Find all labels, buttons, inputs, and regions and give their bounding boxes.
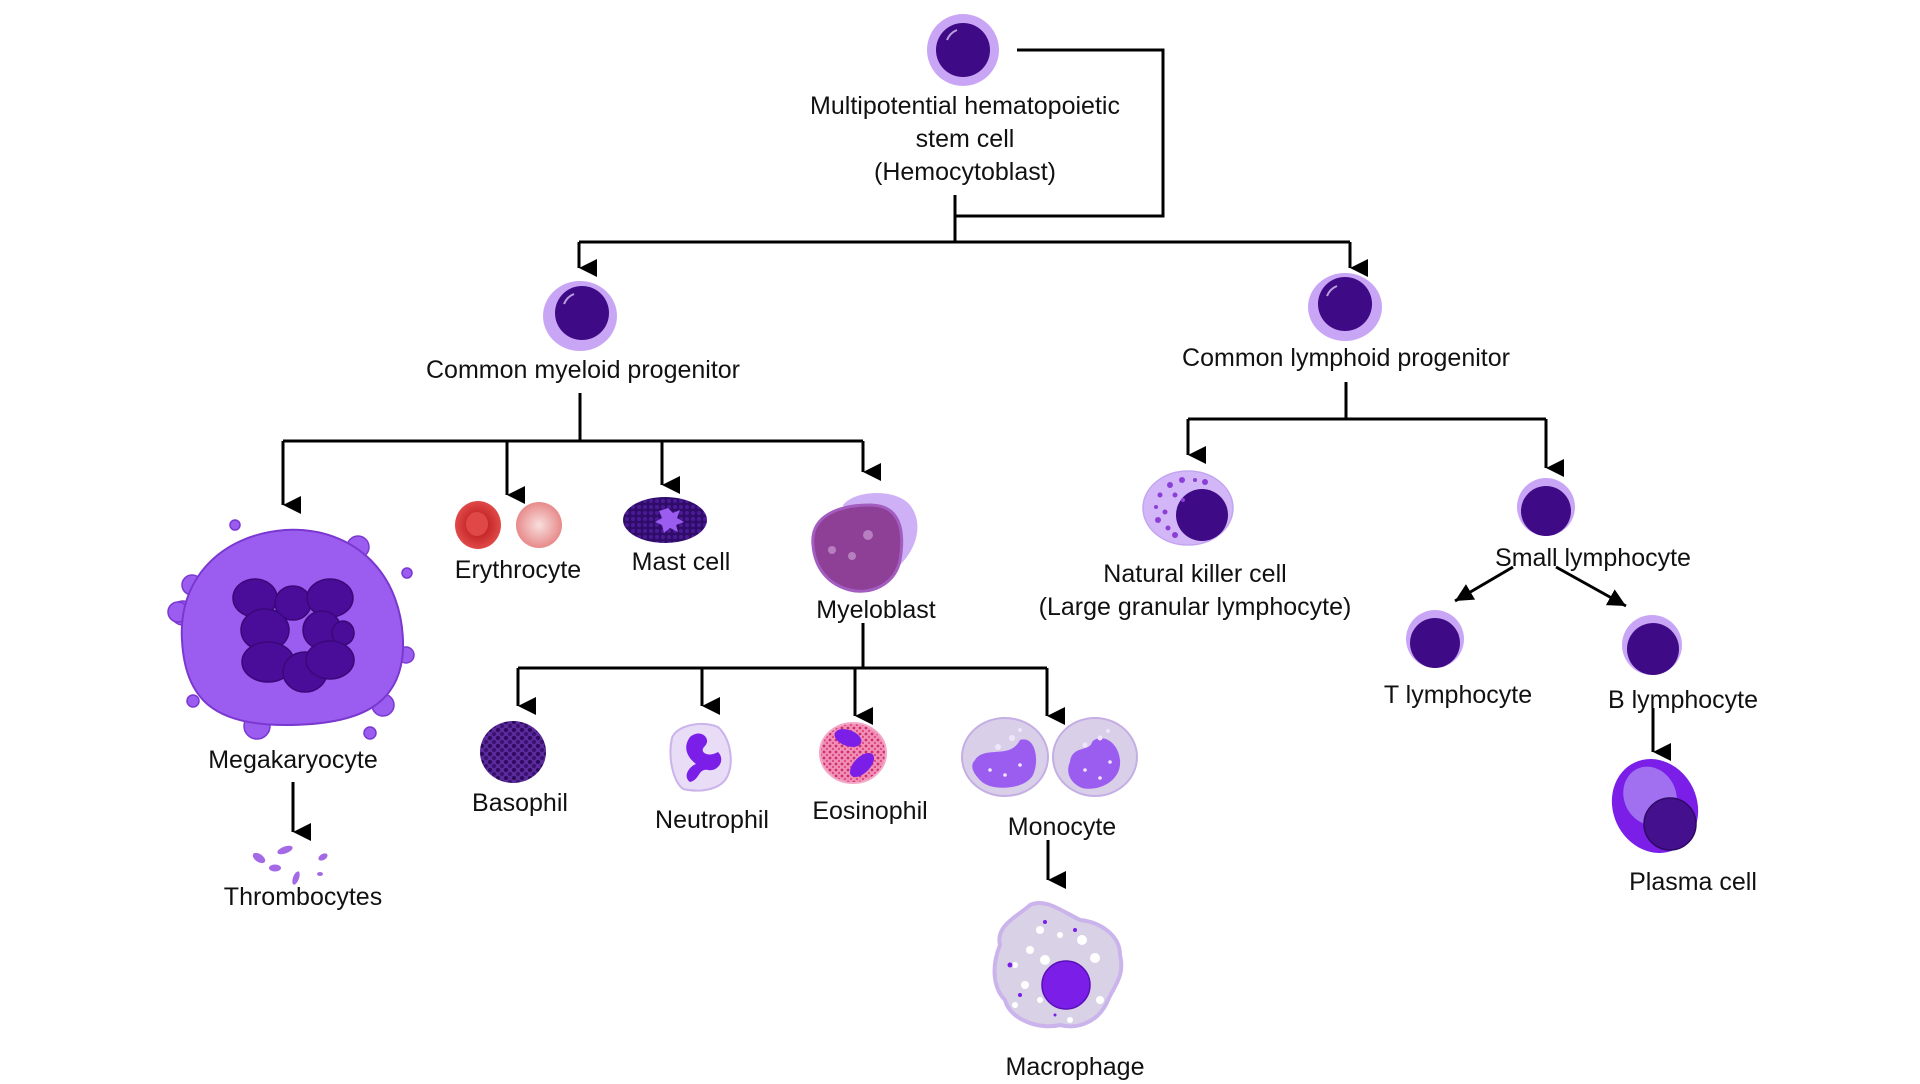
arrow-to-b-lymphocyte xyxy=(1555,565,1627,608)
t-lymphocyte-icon xyxy=(1406,610,1464,668)
b-lymphocyte-icon xyxy=(1622,615,1682,675)
macrophage-label: Macrophage xyxy=(1005,1053,1145,1081)
thrombocytes-icon xyxy=(252,845,328,885)
stem-self-renewal-loop xyxy=(955,48,1165,218)
stem-cell-label-line-3: (Hemocytoblast) xyxy=(874,158,1056,186)
megakaryocyte-label: Megakaryocyte xyxy=(208,746,378,774)
stem-cell-label: Multipotential hematopoietic stem cell (… xyxy=(810,90,1120,189)
b-lymphocyte-label: B lymphocyte xyxy=(1607,686,1759,714)
stem-cell-icon xyxy=(927,14,999,86)
nk-cell-icon xyxy=(1142,470,1234,546)
erythrocyte-label: Erythrocyte xyxy=(454,556,582,584)
connectors xyxy=(281,48,1671,889)
neutrophil-icon xyxy=(669,723,732,792)
nk-cell-label: Natural killer cell (Large granular lymp… xyxy=(1039,558,1352,624)
t-lymphocyte-label: T lymphocyte xyxy=(1383,681,1533,709)
eosinophil-label: Eosinophil xyxy=(812,797,928,825)
small-lymphocyte-label: Small lymphocyte xyxy=(1495,544,1691,572)
stem-cell-label-line-1: Multipotential hematopoietic xyxy=(810,92,1120,120)
lymphoid-progenitor-label: Common lymphoid progenitor xyxy=(1182,344,1510,372)
plasma-cell-icon xyxy=(1611,759,1699,853)
basophil-label: Basophil xyxy=(472,789,568,817)
myeloblast-label: Myeloblast xyxy=(816,596,936,624)
macrophage-icon xyxy=(992,900,1124,1029)
nk-cell-label-line-2: (Large granular lymphocyte) xyxy=(1038,593,1352,621)
myeloid-progenitor-label: Common myeloid progenitor xyxy=(425,356,741,384)
thrombocytes-label: Thrombocytes xyxy=(223,883,383,911)
arrow-to-t-lymphocyte xyxy=(1454,565,1514,603)
monocyte-label: Monocyte xyxy=(1007,813,1117,841)
plasma-cell-label: Plasma cell xyxy=(1629,868,1757,896)
basophil-icon xyxy=(480,721,546,783)
eosinophil-icon xyxy=(819,722,887,784)
myeloblast-icon xyxy=(811,492,918,593)
monocyte-icon xyxy=(961,717,1138,797)
mast-cell-label: Mast cell xyxy=(631,548,731,576)
megakaryocyte-icon xyxy=(167,519,415,740)
small-lymphocyte-icon xyxy=(1517,478,1575,536)
lymphoid-progenitor-icon xyxy=(1308,273,1382,341)
nk-cell-label-line-1: Natural killer cell xyxy=(1103,560,1287,588)
mast-cell-icon xyxy=(623,497,707,543)
neutrophil-label: Neutrophil xyxy=(655,806,769,834)
myeloid-progenitor-icon xyxy=(543,281,617,351)
erythrocyte-icon xyxy=(455,501,562,549)
stem-cell-label-line-2: stem cell xyxy=(915,125,1015,153)
